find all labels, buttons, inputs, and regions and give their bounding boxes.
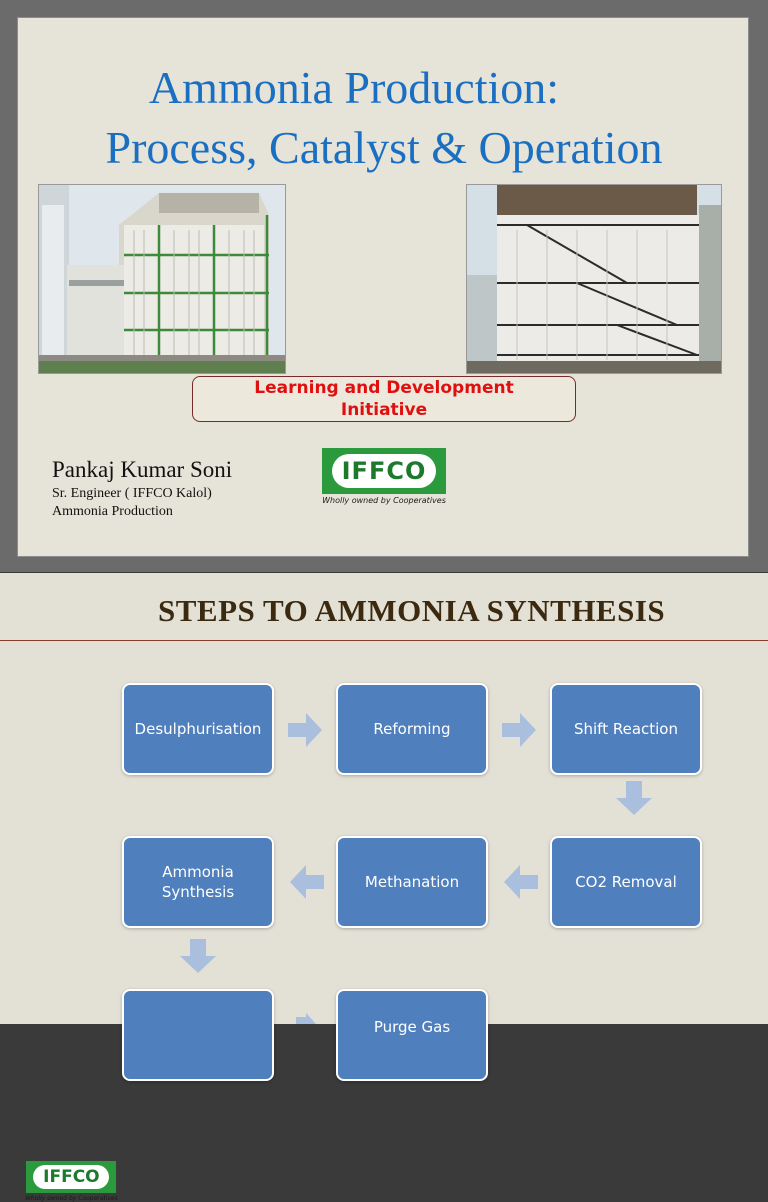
steps-slide-title: STEPS TO AMMONIA SYNTHESIS [158,593,666,628]
iffco-logo-small-badge: IFFCO [26,1161,117,1193]
iffco-logo-text: IFFCO [332,454,436,488]
title-slide: Ammonia Production: Process, Catalyst & … [0,0,768,572]
step-row3-left [122,989,274,1081]
step-purge-gas: Purge Gas [336,989,488,1081]
arrow-left-icon [290,865,324,899]
slide-title-line1: Ammonia Production: [148,62,560,113]
step-ammonia-synthesis: Ammonia Synthesis [122,836,274,928]
arrow-left-icon [504,865,538,899]
iffco-logo: IFFCO Wholly owned by Cooperatives [322,448,446,505]
author-role: Sr. Engineer ( IFFCO Kalol) [52,486,212,501]
initiative-banner: Learning and Development Initiative [192,376,576,422]
iffco-logo-small: IFFCO Wholly owned by Cooperatives [25,1161,118,1202]
author-name: Pankaj Kumar Soni [52,457,233,482]
steps-slide-header: STEPS TO AMMONIA SYNTHESIS [0,573,768,641]
plant-photo-left [38,184,286,374]
iffco-logo-small-tagline: Wholly owned by Cooperatives [25,1195,118,1202]
step-desulphurisation: Desulphurisation [122,683,274,775]
arrow-right-icon [296,1013,316,1024]
arrow-right-icon [502,713,536,747]
step-methanation: Methanation [336,836,488,928]
step-co2-removal: CO2 Removal [550,836,702,928]
iffco-logo-tagline: Wholly owned by Cooperatives [322,496,446,505]
step-shift-reaction: Shift Reaction [550,683,702,775]
author-department: Ammonia Production [52,504,173,519]
arrow-right-icon [288,713,322,747]
plant-photo-right [466,184,722,374]
iffco-logo-small-text: IFFCO [33,1165,110,1189]
iffco-logo-badge: IFFCO [322,448,446,494]
slide-title-line2: Process, Catalyst & Operation [105,122,663,173]
arrow-down-icon [180,939,216,973]
steps-slide: STEPS TO AMMONIA SYNTHESIS Desulphurisat… [0,573,768,1202]
step-reforming: Reforming [336,683,488,775]
arrow-down-icon [616,781,652,815]
